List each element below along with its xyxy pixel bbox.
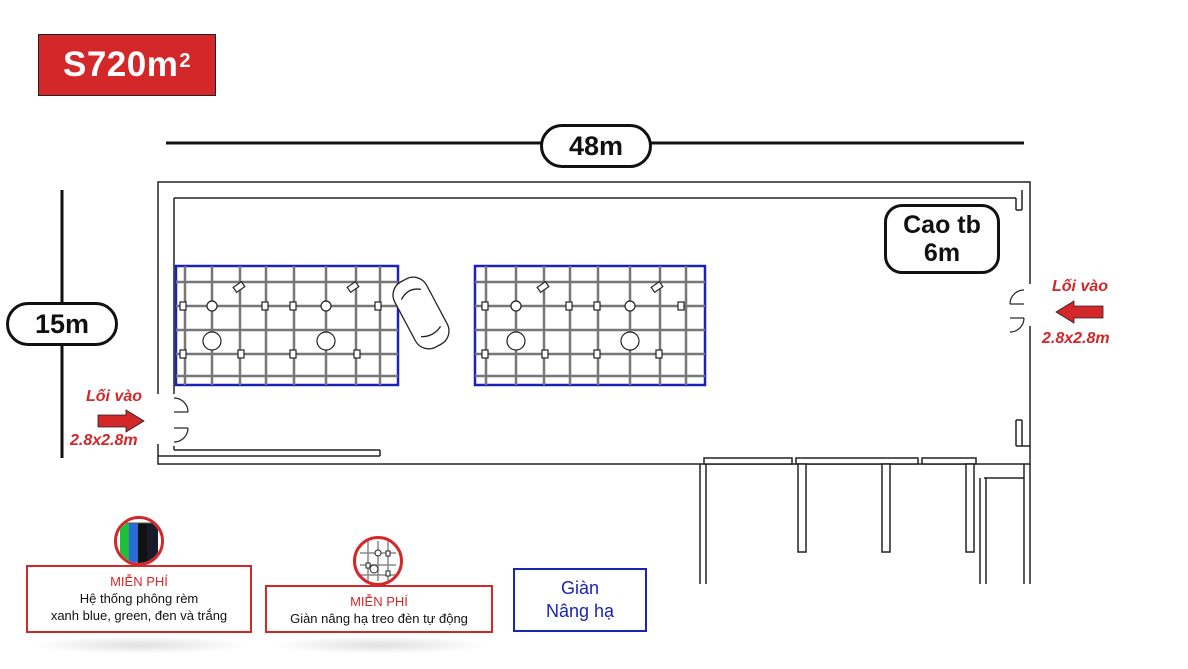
- grid-free-label: MIỄN PHÍ: [350, 594, 408, 609]
- grid-lights: [179, 280, 685, 359]
- legend-shadow: [270, 636, 490, 654]
- lighting-grid-icon: [353, 536, 403, 586]
- legend-shadow: [30, 636, 250, 654]
- left-door: [156, 394, 189, 444]
- left-entrance-label: Lối vào: [86, 388, 143, 405]
- right-entrance-arrow: [1055, 300, 1104, 324]
- area-label: S720m: [63, 45, 179, 84]
- car-outline: [392, 276, 450, 350]
- lighting-grid-legend: MIỄN PHÍ Giàn nâng hạ treo đèn tự động: [265, 585, 493, 633]
- lifting-grid-line-1: Giàn: [560, 578, 600, 598]
- left-entrance-arrow: [97, 409, 145, 433]
- adjacent-structure: [699, 457, 1031, 584]
- lifting-grid-2: [473, 264, 707, 387]
- grid-line-1: Giàn nâng hạ treo đèn tự động: [290, 611, 468, 626]
- curtain-icon: [114, 516, 164, 566]
- area-superscript: 2: [179, 49, 191, 72]
- right-door: [1009, 284, 1032, 333]
- curtain-line-1: Hệ thống phông rèm: [79, 591, 199, 606]
- right-entrance-label: Lối vào: [1052, 278, 1109, 295]
- lifting-grid-legend: Giàn Nâng hạ: [513, 568, 647, 632]
- right-entrance-size: 2.8x2.8m: [1042, 330, 1110, 347]
- curtain-free-label: MIỄN PHÍ: [110, 574, 168, 589]
- lifting-grid-line-2: Nâng hạ: [545, 601, 615, 621]
- ceiling-height-badge: Cao tb 6m: [884, 204, 1000, 274]
- left-entrance-size: 2.8x2.8m: [70, 432, 138, 449]
- lifting-grid-1: [174, 264, 400, 387]
- height-value: 6m: [923, 239, 961, 267]
- curtain-legend: MIỄN PHÍ Hệ thống phông rèm xanh blue, g…: [26, 565, 252, 633]
- width-badge: 15m: [6, 302, 118, 346]
- length-badge: 48m: [540, 124, 652, 168]
- height-label: Cao tb: [903, 211, 981, 239]
- curtain-line-2: xanh blue, green, đen và trắng: [50, 608, 228, 623]
